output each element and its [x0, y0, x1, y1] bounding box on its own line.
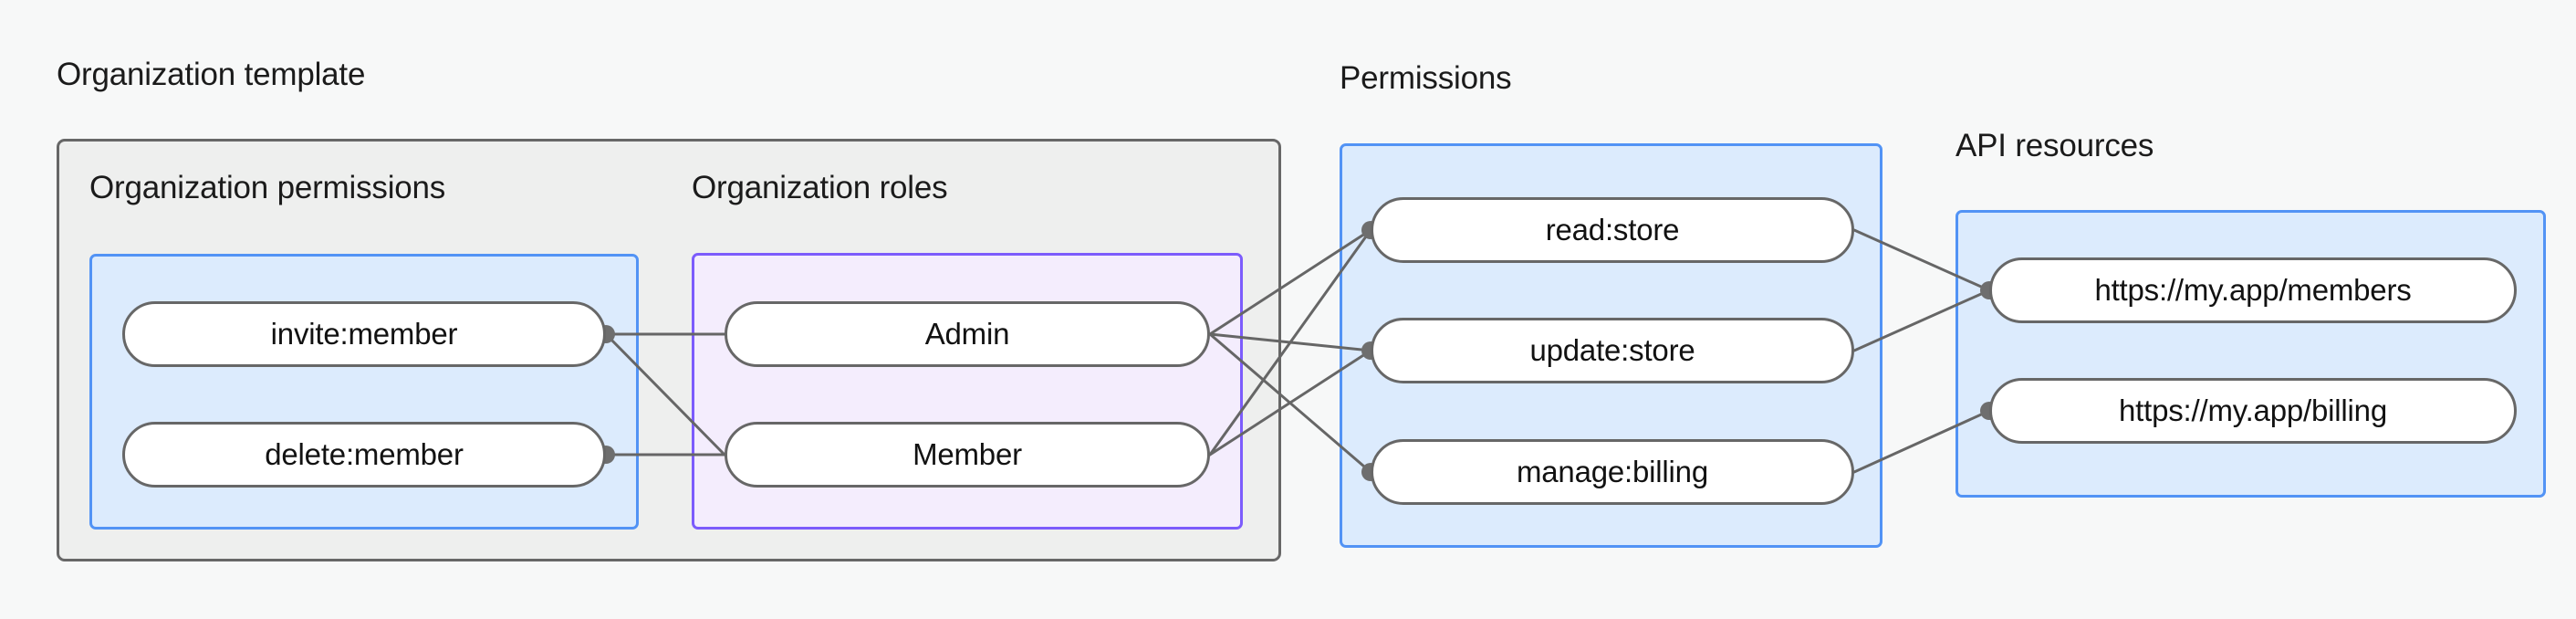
node-label: https://my.app/members [2094, 273, 2412, 307]
group-title-organization-roles: Organization roles [692, 170, 948, 205]
node-label: update:store [1529, 333, 1695, 367]
group-title-permissions: Permissions [1340, 60, 1512, 96]
node-read-store[interactable]: read:store [1371, 197, 1854, 263]
node-label: read:store [1545, 213, 1680, 247]
node-label: manage:billing [1516, 455, 1708, 488]
node-invite-member[interactable]: invite:member [122, 301, 606, 367]
group-organization-roles [692, 253, 1243, 530]
group-title-organization-permissions: Organization permissions [89, 170, 446, 205]
node-label: Member [913, 437, 1022, 471]
node-delete-member[interactable]: delete:member [122, 422, 606, 488]
node-admin[interactable]: Admin [725, 301, 1210, 367]
node-members-resource[interactable]: https://my.app/members [1989, 257, 2517, 323]
node-billing-resource[interactable]: https://my.app/billing [1989, 378, 2517, 444]
node-label: Admin [924, 317, 1010, 351]
group-title-organization-template: Organization template [57, 57, 366, 92]
node-label: delete:member [265, 437, 464, 471]
node-member[interactable]: Member [725, 422, 1210, 488]
group-organization-permissions [89, 254, 639, 530]
node-label: invite:member [270, 317, 458, 351]
group-api-resources [1955, 210, 2546, 498]
node-label: https://my.app/billing [2119, 393, 2387, 427]
node-manage-billing[interactable]: manage:billing [1371, 439, 1854, 505]
node-update-store[interactable]: update:store [1371, 318, 1854, 383]
group-title-api-resources: API resources [1955, 128, 2154, 163]
